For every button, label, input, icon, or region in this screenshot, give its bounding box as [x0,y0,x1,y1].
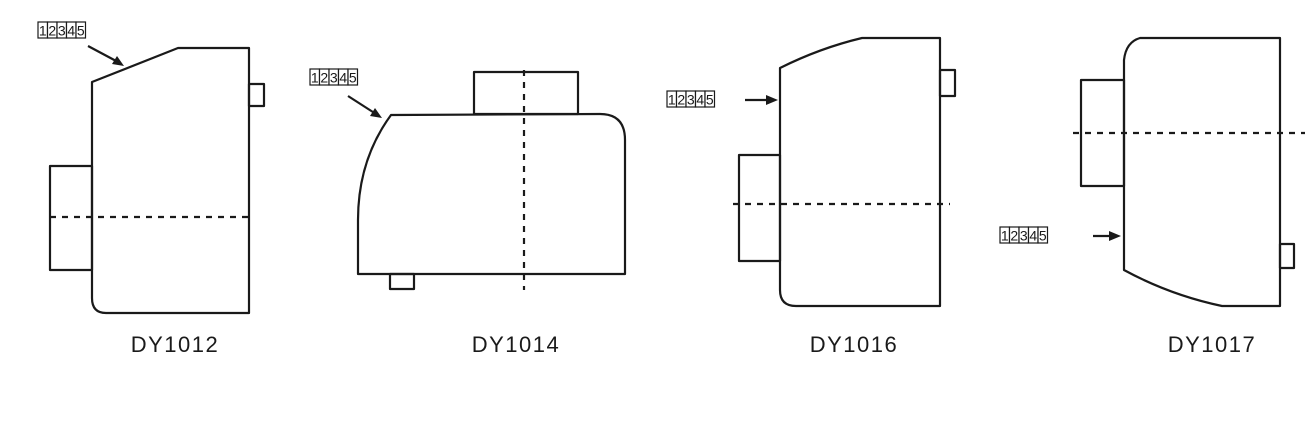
dy1014-model-label: DY1014 [472,332,561,357]
dy1014-marker-cell-number: 1 [311,70,319,86]
dy1016-marker-cell-number: 1 [668,92,676,108]
dy1017-marker-cell: 2 [1008,226,1020,244]
dy1017-marker-cell: 1 [999,226,1011,244]
dy1017-marker-cell: 4 [1027,226,1039,244]
dy1017-marker-arrowhead [1109,231,1121,241]
dy1012-marker-cell-number: 1 [39,23,47,39]
dy1016-marker-cell-number: 5 [706,92,714,108]
dy1014-marker-cell-box [347,68,359,86]
dy1014-marker-cell: 1 [309,68,321,86]
dy1017-marker-cell-number: 5 [1039,228,1047,244]
dy1016-marker-cell-number: 4 [696,92,704,108]
dy1017-marker-cell-number: 3 [1020,228,1028,244]
dy1014-top-housing [472,70,580,116]
dy1012-marker-cell: 1 [37,21,49,39]
dy1014-marker-cell-number: 5 [349,70,357,86]
dy1012-model-label: DY1012 [131,332,220,357]
dy1012-marker-cell: 5 [75,21,87,39]
dy1017-marker-cell-number: 4 [1029,228,1037,244]
dy1012-marker-cell-number: 2 [48,23,56,39]
dy1017-marker-cell-box [1037,226,1049,244]
dy1016-model-label: DY1016 [810,332,899,357]
dy1014-marker-cell: 5 [347,68,359,86]
dy1012-marker-cell-box [75,21,87,39]
dy1016-marker-cell: 2 [675,90,687,108]
dy1012-marker-arrow [87,45,119,63]
dy1014-marker-cell-number: 2 [320,70,328,86]
dy1012-marker-cell: 4 [65,21,77,39]
dy1016-marker-cell: 3 [685,90,697,108]
dy1014-bottom-connector [388,272,416,291]
dy1016-marker-cell-box [704,90,716,108]
dy1016-marker-arrowhead [766,95,778,105]
dy1016-lens-block [737,153,782,263]
dy1014-marker-cell: 4 [337,68,349,86]
dy1017-body-outline [1122,36,1282,308]
dy1012-body-outline [90,46,251,315]
dy1017-model-label: DY1017 [1168,332,1257,357]
dy1014-marker-cell: 2 [318,68,330,86]
dy1017-marker-cell: 5 [1037,226,1049,244]
dy1012-marker-cell-number: 4 [67,23,75,39]
dy1016-body-outline [778,36,942,308]
dy1016-marker-cell: 5 [704,90,716,108]
dy1017-marker-cell-number: 2 [1010,228,1018,244]
dy1014-body-outline [356,112,627,276]
dy1016-side-connector [938,68,957,98]
dy1012-lens-block [48,164,94,272]
dy1017-marker-cell: 3 [1018,226,1030,244]
dy1016-marker-cell-number: 3 [687,92,695,108]
dy1016-marker-cell-number: 2 [677,92,685,108]
dy1014-marker-arrowhead [370,108,382,118]
dy1017-marker-cell-number: 1 [1001,228,1009,244]
dy1014-marker-cell-number: 3 [330,70,338,86]
dy1012-marker-cell: 3 [56,21,68,39]
dy1012-marker-arrowhead [112,56,124,66]
dy1012-marker-cell-number: 3 [58,23,66,39]
dy1017-side-connector [1278,242,1296,270]
dy1014-marker-cell: 3 [328,68,340,86]
dy1012-marker-cell-number: 5 [77,23,85,39]
dy1012-side-connector [247,82,266,108]
dy1016-marker-cell: 1 [666,90,678,108]
dy1012-marker-cell: 2 [46,21,58,39]
dy1014-marker-cell-number: 4 [339,70,347,86]
dy1014-marker-arrow [347,95,377,115]
dy1016-marker-cell: 4 [694,90,706,108]
